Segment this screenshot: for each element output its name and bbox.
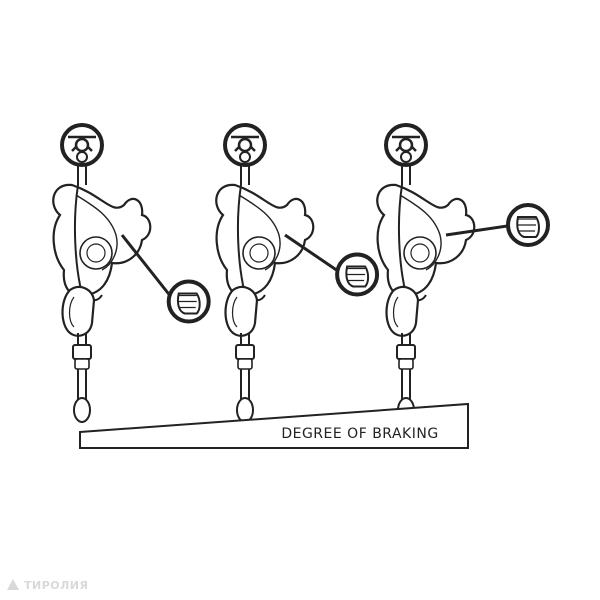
belay-device	[376, 133, 476, 424]
anchor-icon	[223, 123, 267, 167]
panel-3	[376, 123, 550, 424]
brake-handle	[284, 233, 344, 276]
belay-device	[215, 133, 315, 424]
braking-scale-wedge	[79, 402, 469, 449]
brake-handle	[120, 234, 176, 303]
panel-1	[52, 123, 211, 424]
watermark-logo-icon	[7, 579, 19, 590]
hand-icon	[335, 252, 380, 297]
hand-icon	[506, 203, 550, 247]
panel-2	[215, 123, 380, 424]
anchor-icon	[60, 123, 104, 167]
watermark-text: ТИРОЛИЯ	[24, 578, 89, 592]
braking-scale-label: DEGREE OF BRAKING	[281, 426, 438, 442]
anchor-icon	[384, 123, 428, 167]
watermark: ТИРОЛИЯ	[6, 578, 88, 592]
hand-icon	[166, 279, 211, 324]
belay-device	[52, 133, 152, 424]
